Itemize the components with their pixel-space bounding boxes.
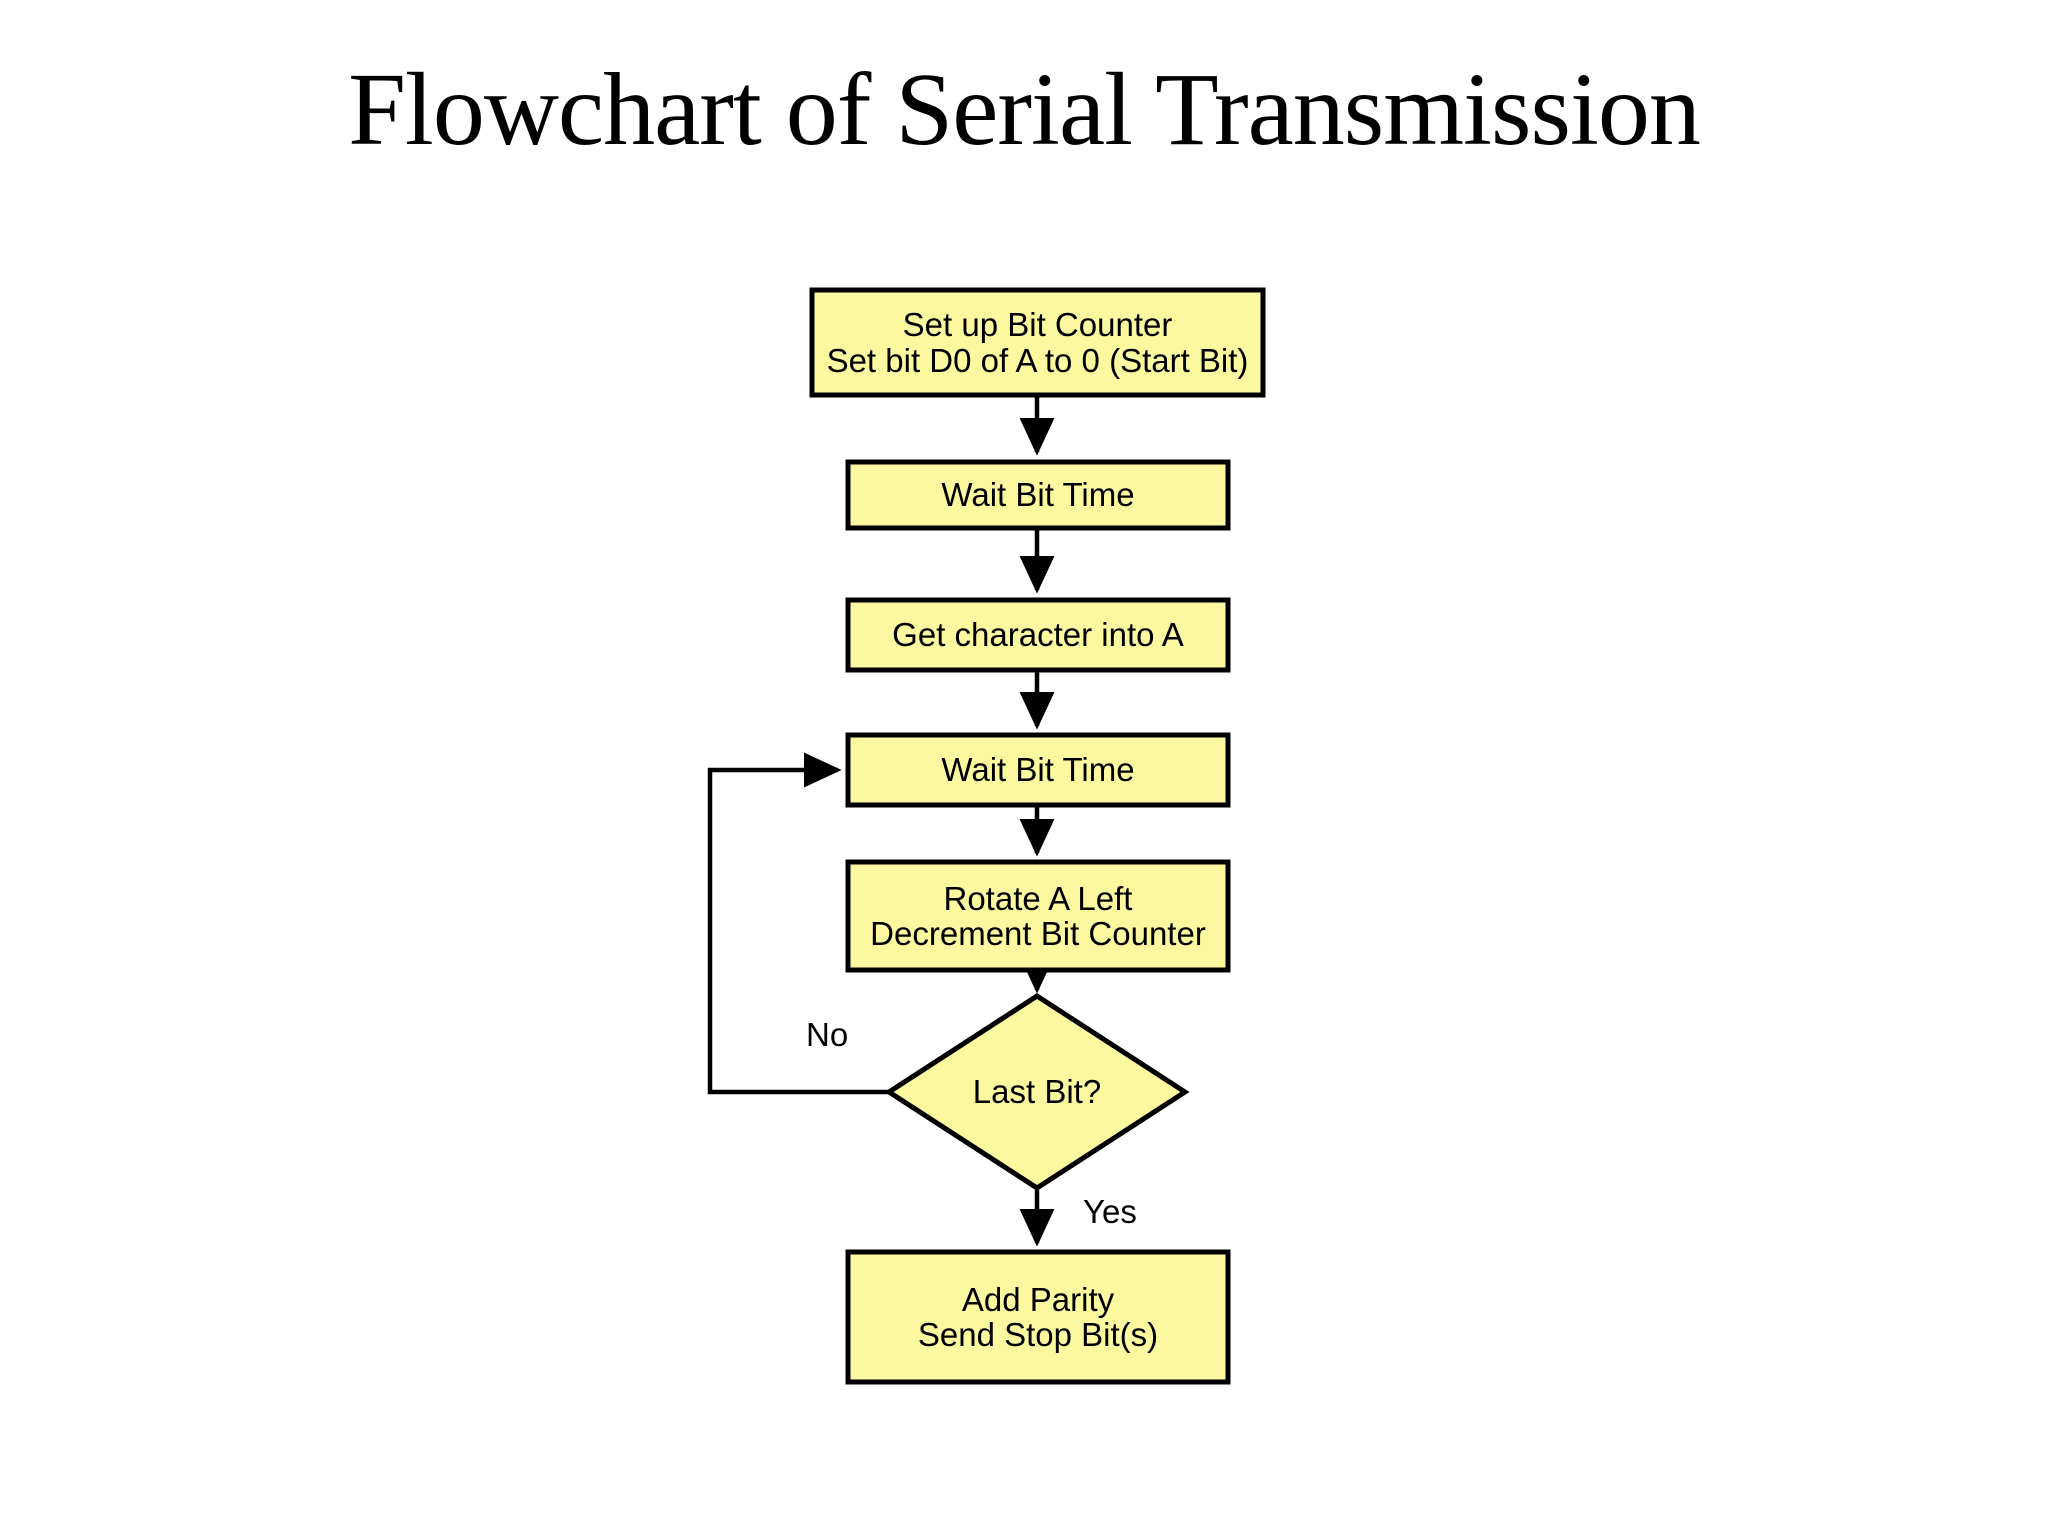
node-rotate-a-left [845,859,1231,973]
page-title: Flowchart of Serial Transmission [348,52,1701,167]
edge-label-no: No [806,1016,849,1053]
node-wait-bit-time-1 [845,459,1231,531]
node-add-parity [845,1249,1231,1385]
node-last-bit-decision [884,993,1190,1191]
node-setup-bit-counter [809,287,1266,398]
node-wait-bit-time-2 [845,732,1231,808]
node-get-character-into-a [845,597,1231,673]
connector-no-loop [707,752,895,1095]
edge-label-yes: Yes [1083,1193,1137,1230]
